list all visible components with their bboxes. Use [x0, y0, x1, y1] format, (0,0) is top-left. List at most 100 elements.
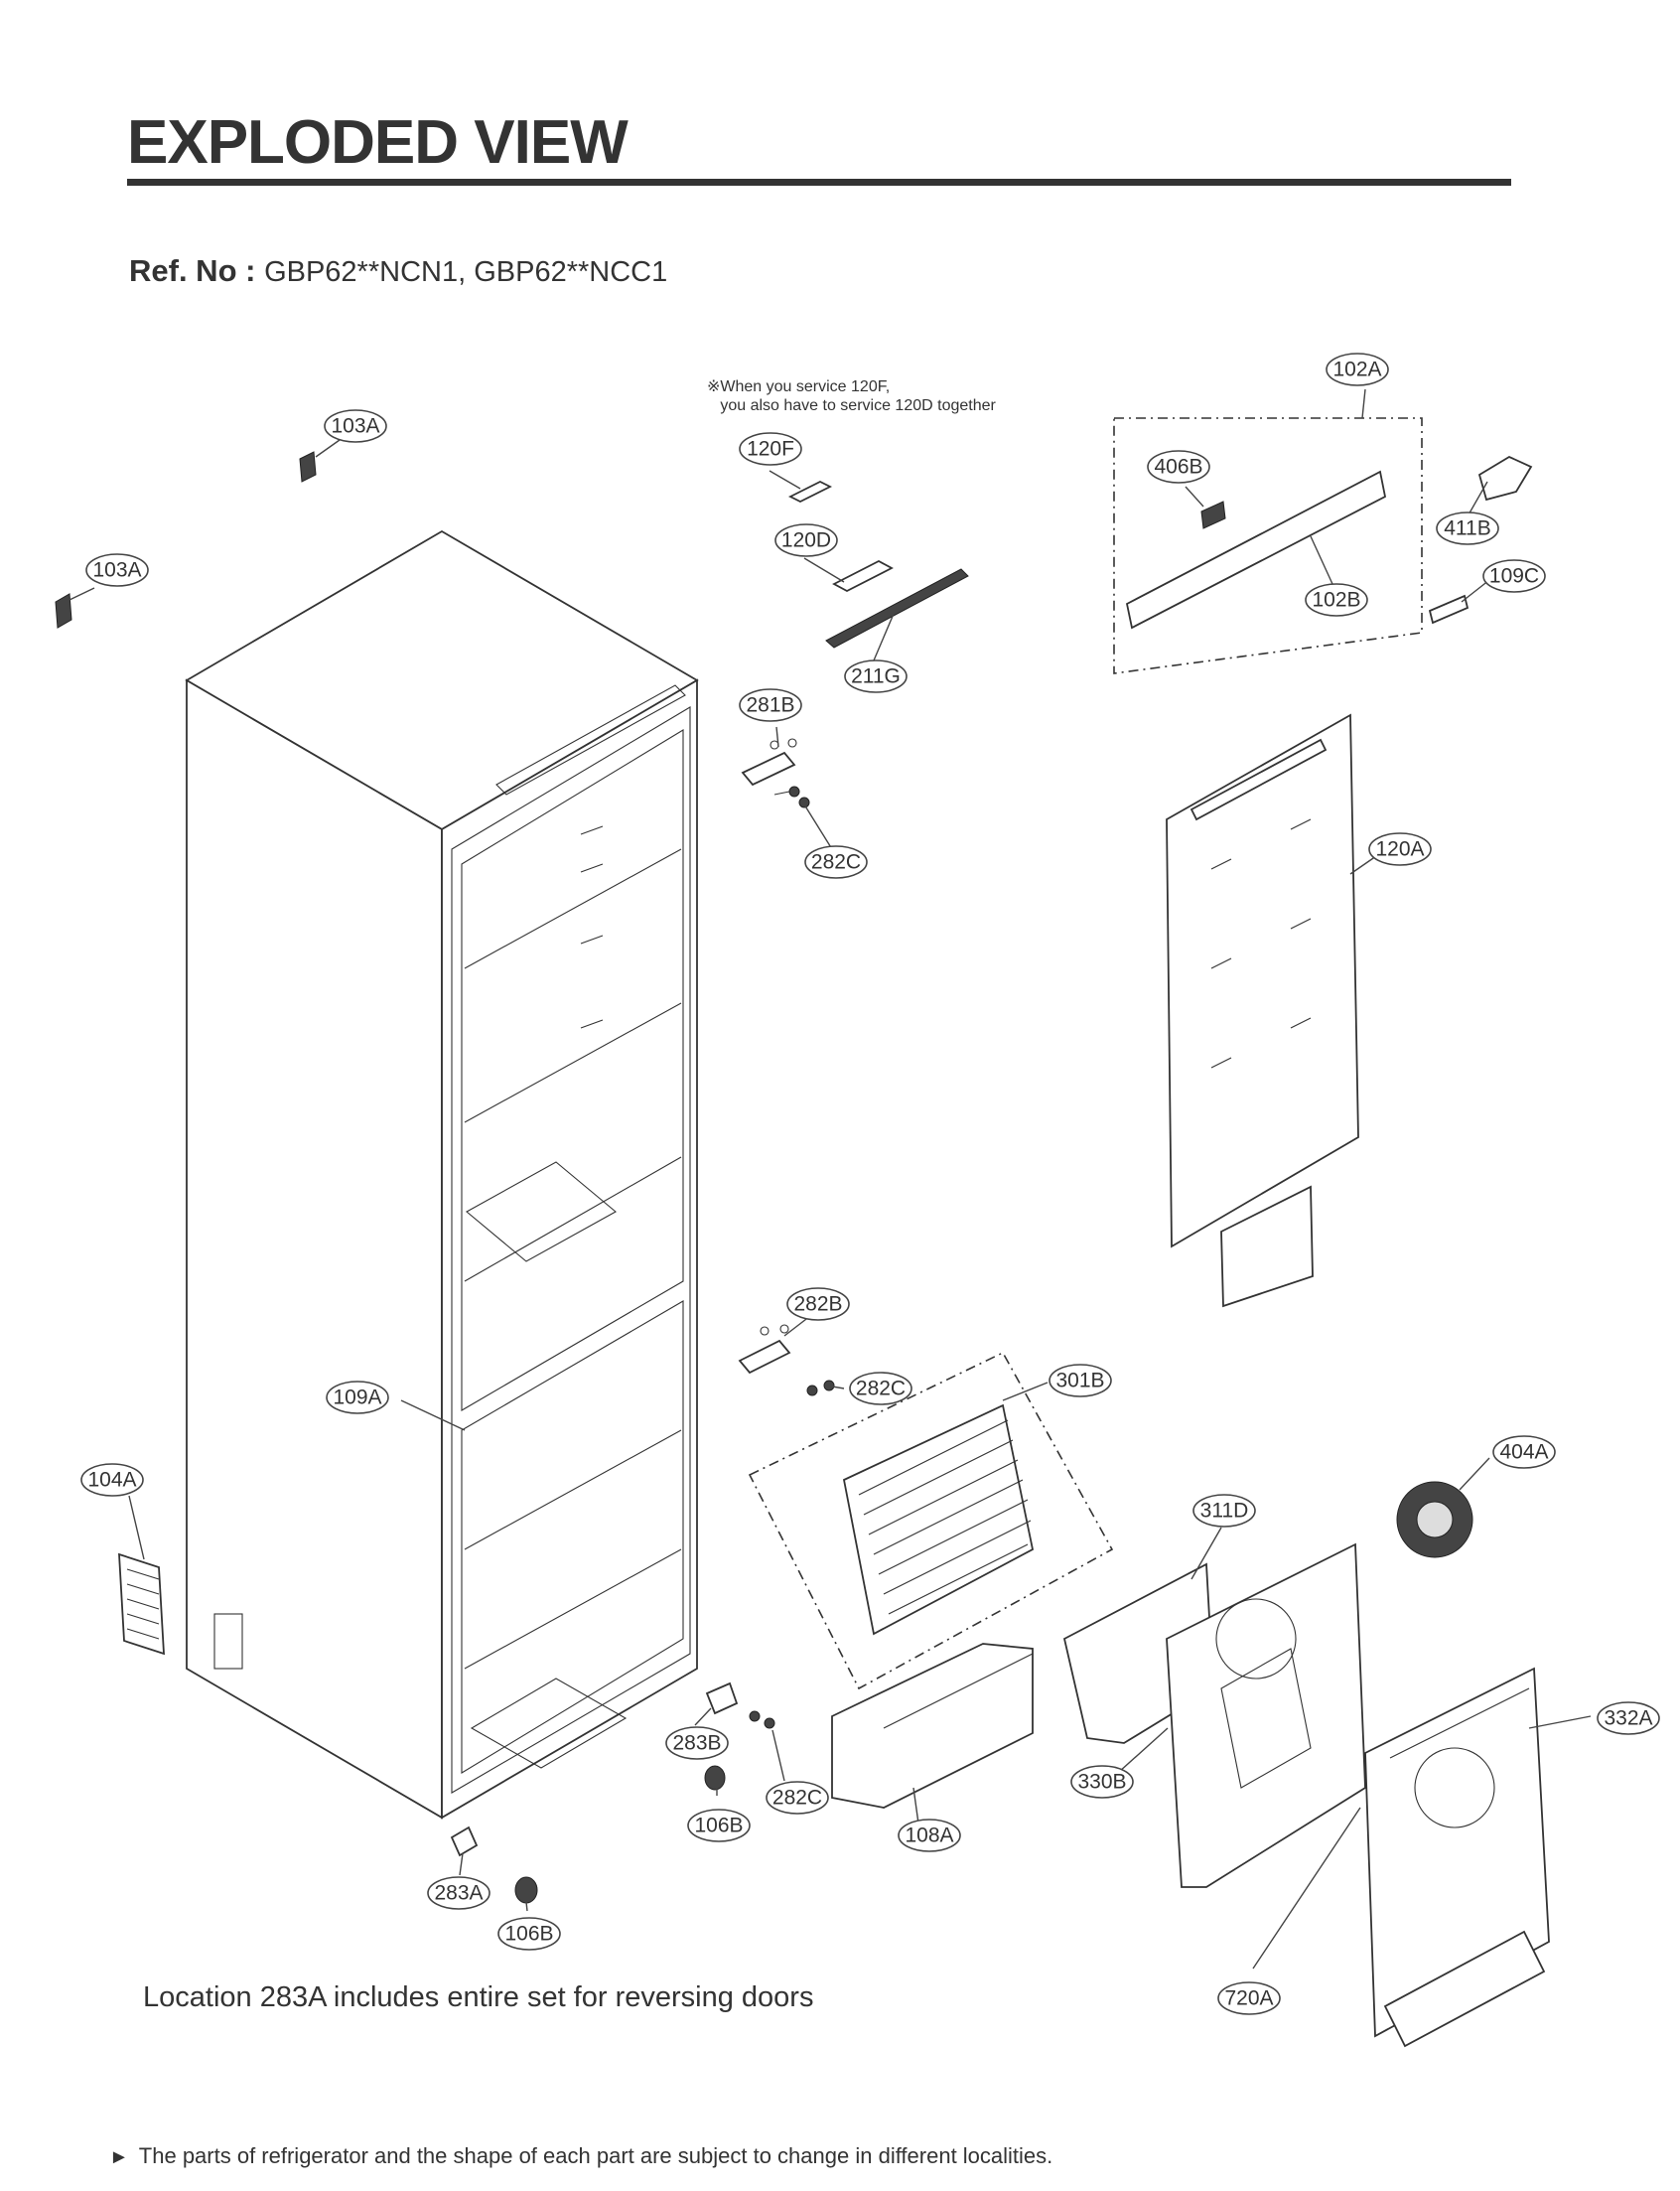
svg-text:411B: 411B: [1444, 517, 1491, 540]
part-283a: [450, 1826, 479, 1857]
svg-text:109A: 109A: [333, 1387, 381, 1409]
callout-283b: 283B: [665, 1726, 729, 1760]
part-109c: [1428, 594, 1470, 625]
part-120a: [1166, 713, 1359, 1308]
svg-text:106B: 106B: [694, 1815, 743, 1837]
svg-text:282C: 282C: [811, 851, 861, 874]
svg-text:330B: 330B: [1077, 1771, 1126, 1794]
svg-text:120A: 120A: [1375, 838, 1424, 861]
part-282c-top-screws: [773, 786, 810, 808]
svg-text:282C: 282C: [856, 1378, 906, 1400]
part-301b-evaporator: [748, 1351, 1114, 1690]
title-underline: [127, 179, 1511, 186]
callout-330b: 330B: [1070, 1765, 1134, 1799]
callout-282c-bot: 282C: [766, 1781, 829, 1815]
callout-282c-top: 282C: [804, 845, 868, 879]
location-note: Location 283A includes entire set for re…: [143, 1981, 814, 2013]
part-106b-bot: [514, 1876, 538, 1904]
svg-text:720A: 720A: [1224, 1987, 1273, 2010]
part-103a-top: [299, 451, 317, 483]
svg-text:104A: 104A: [87, 1469, 136, 1492]
callout-301b: 301B: [1049, 1364, 1112, 1397]
callout-109a: 109A: [326, 1381, 389, 1414]
callout-120d: 120D: [774, 523, 838, 557]
svg-text:103A: 103A: [331, 415, 379, 438]
callout-106b-mid: 106B: [687, 1809, 751, 1842]
footer-text: The parts of refrigerator and the shape …: [138, 2143, 1053, 2168]
svg-text:332A: 332A: [1604, 1707, 1652, 1730]
svg-text:281B: 281B: [746, 694, 794, 717]
callout-282b: 282B: [786, 1287, 850, 1321]
callout-211g: 211G: [844, 659, 908, 693]
part-281b: [741, 738, 797, 787]
callout-281b: 281B: [739, 688, 802, 722]
svg-text:120D: 120D: [781, 529, 831, 552]
part-406b: [1200, 501, 1226, 529]
callout-102b: 102B: [1305, 583, 1368, 617]
part-283b: [705, 1681, 775, 1729]
svg-text:282B: 282B: [793, 1293, 842, 1316]
svg-text:106B: 106B: [504, 1923, 553, 1946]
part-411b: [1477, 455, 1533, 502]
footer-note: ► The parts of refrigerator and the shape…: [109, 2143, 1052, 2169]
callout-120f: 120F: [739, 432, 802, 466]
svg-text:404A: 404A: [1499, 1441, 1548, 1464]
callout-282c-mid: 282C: [849, 1372, 912, 1405]
svg-text:406B: 406B: [1154, 456, 1202, 479]
svg-text:283A: 283A: [434, 1882, 483, 1905]
svg-text:103A: 103A: [92, 559, 141, 582]
part-104a: [118, 1552, 165, 1656]
cabinet-side: [186, 678, 443, 1820]
callout-103a-left: 103A: [85, 553, 149, 587]
part-330b: [1166, 1542, 1366, 1888]
svg-text:109C: 109C: [1489, 565, 1539, 588]
reference-number: Ref. No : GBP62**NCN1, GBP62**NCC1: [129, 253, 667, 289]
part-120d: [832, 559, 894, 593]
ref-label: Ref. No :: [129, 253, 256, 288]
rating-label: [213, 1613, 243, 1670]
freezer-compartment: [461, 1300, 684, 1774]
callout-103a-top: 103A: [324, 409, 387, 443]
svg-text:282C: 282C: [772, 1787, 822, 1810]
part-332a: [1364, 1667, 1550, 2048]
fridge-compartment: [461, 729, 684, 1411]
callout-406b: 406B: [1147, 450, 1210, 484]
part-102a-assembly: [1113, 417, 1533, 674]
part-120f: [787, 480, 833, 504]
part-282c-mid-screws: [806, 1380, 835, 1396]
page-title: EXPLODED VIEW: [127, 108, 629, 177]
svg-text:102B: 102B: [1312, 589, 1360, 612]
callout-106b-bot: 106B: [497, 1917, 561, 1951]
svg-text:120F: 120F: [747, 438, 794, 461]
ref-value: GBP62**NCN1, GBP62**NCC1: [264, 256, 668, 288]
callout-311d: 311D: [1192, 1494, 1256, 1528]
service-note: ※When you service 120F, you also have to…: [707, 378, 996, 414]
svg-text:108A: 108A: [905, 1825, 953, 1847]
callout-720a: 720A: [1217, 1981, 1281, 2015]
cabinet-inner-frame: [451, 706, 691, 1794]
callout-120a: 120A: [1368, 832, 1432, 866]
callout-411b: 411B: [1436, 511, 1499, 545]
part-106b-mid: [704, 1765, 726, 1791]
part-108a: [831, 1643, 1034, 1809]
part-404a-fan: [1396, 1481, 1473, 1558]
svg-text:211G: 211G: [851, 665, 901, 688]
svg-text:311D: 311D: [1200, 1500, 1249, 1523]
callout-102a: 102A: [1326, 353, 1389, 386]
part-103a-left: [55, 593, 72, 629]
svg-text:102A: 102A: [1332, 359, 1381, 381]
callout-283a: 283A: [427, 1876, 490, 1910]
part-282b: [738, 1324, 791, 1375]
cabinet-front: [441, 678, 698, 1820]
cabinet: [185, 529, 699, 1820]
callout-404a: 404A: [1492, 1435, 1556, 1469]
svg-text:301B: 301B: [1055, 1370, 1104, 1392]
callout-332a: 332A: [1597, 1701, 1660, 1735]
part-211g: [825, 568, 969, 649]
callout-109c: 109C: [1482, 559, 1546, 593]
triangle-bullet-icon: ►: [109, 2146, 129, 2168]
callout-104a: 104A: [80, 1463, 144, 1497]
svg-text:283B: 283B: [672, 1732, 721, 1755]
callout-108a: 108A: [898, 1819, 961, 1852]
